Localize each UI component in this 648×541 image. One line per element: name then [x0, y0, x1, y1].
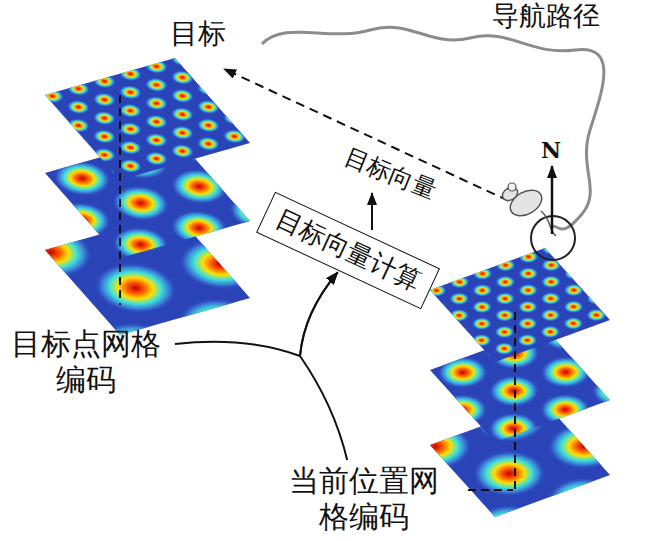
vector-label: 目标向量: [338, 143, 441, 206]
dashed-leader: [514, 312, 516, 490]
dashed-leader: [119, 95, 121, 305]
rat-icon: [500, 183, 556, 236]
node-text: 目标向量计算: [271, 203, 426, 297]
path-label: 导航路径: [492, 0, 600, 31]
target-label: 目标: [170, 18, 226, 50]
grid-code-label: 目标点网格 编码: [0, 326, 172, 398]
connector: [300, 272, 347, 460]
grid-plate: [45, 58, 250, 180]
grid-code-label: 当前位置网 格编码: [280, 463, 448, 535]
dashed-leader: [468, 489, 513, 491]
connector: [175, 272, 338, 356]
north-arrow: [551, 166, 554, 234]
grid-plate: [430, 248, 610, 362]
node-text: 目标点网格 编码: [0, 326, 172, 398]
node-text: 当前位置网 格编码: [280, 463, 448, 535]
process-box: 目标向量计算: [256, 191, 440, 309]
north-label: N: [541, 138, 561, 163]
goal-vector-arrow: [224, 69, 522, 207]
output-arrow: [371, 193, 373, 230]
